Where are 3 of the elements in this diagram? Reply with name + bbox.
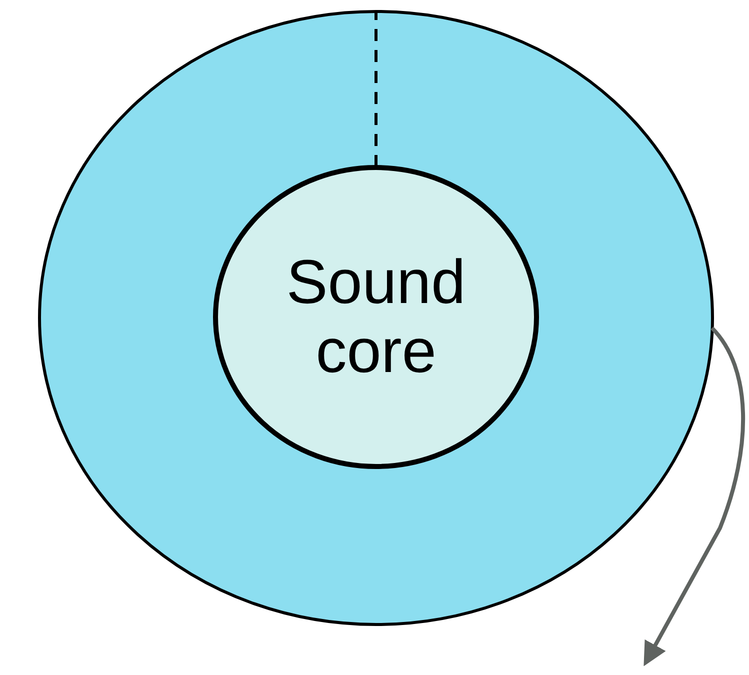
node-label: Sound core xyxy=(285,248,467,386)
dashed-line xyxy=(374,12,378,167)
curved-arrow xyxy=(644,326,745,666)
